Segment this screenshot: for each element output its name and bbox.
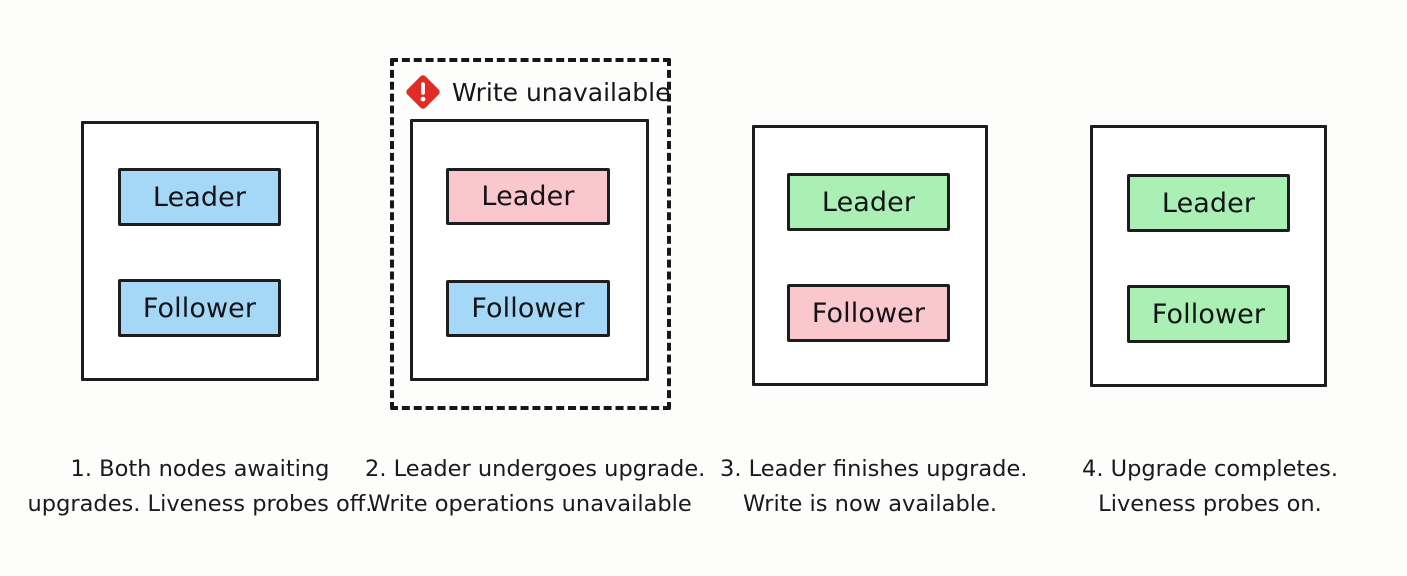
follower-node-label: Follower <box>1151 298 1266 330</box>
leader-node-3[interactable]: Leader <box>787 173 950 231</box>
leader-node-4[interactable]: Leader <box>1127 174 1290 232</box>
caption-line-1: 1. Both nodes awaiting <box>70 456 330 482</box>
node-frame-3 <box>752 125 988 386</box>
follower-node-1[interactable]: Follower <box>118 279 281 337</box>
follower-node-3[interactable]: Follower <box>787 284 950 342</box>
caption-line-2: Write operations unavailable <box>368 490 692 517</box>
caption-line-1: 2. Leader undergoes upgrade. <box>365 456 706 482</box>
node-frame-1 <box>81 121 319 381</box>
step-caption-1: 1. Both nodes awaiting upgrades. Livenes… <box>20 452 380 522</box>
step-caption-2: 2. Leader undergoes upgrade. Write opera… <box>365 452 706 522</box>
follower-node-2[interactable]: Follower <box>446 280 610 337</box>
write-unavailable-region <box>390 58 671 410</box>
caption-line-1: 4. Upgrade completes. <box>1082 456 1338 482</box>
leader-node-label: Leader <box>821 186 916 218</box>
caption-line-2: upgrades. Liveness probes off. <box>27 490 373 517</box>
follower-node-label: Follower <box>142 292 257 324</box>
alert-banner: Write unavailable <box>404 73 670 111</box>
leader-node-label: Leader <box>1161 187 1256 219</box>
node-frame-2 <box>410 119 649 381</box>
step-caption-3: 3. Leader finishes upgrade. Write is now… <box>720 452 1028 522</box>
node-frame-4 <box>1090 125 1327 387</box>
caption-line-2: Liveness probes on. <box>1098 490 1322 517</box>
follower-node-4[interactable]: Follower <box>1127 285 1290 343</box>
follower-node-label: Follower <box>811 297 926 329</box>
leader-node-label: Leader <box>152 181 247 213</box>
caption-line-1: 3. Leader finishes upgrade. <box>720 456 1028 482</box>
leader-node-1[interactable]: Leader <box>118 168 281 226</box>
alert-label: Write unavailable <box>452 77 671 107</box>
leader-node-label: Leader <box>481 181 575 212</box>
leader-node-2[interactable]: Leader <box>446 168 610 225</box>
step-caption-4: 4. Upgrade completes. Liveness probes on… <box>1060 452 1360 522</box>
caption-line-2: Write is now available. <box>743 490 997 517</box>
follower-node-label: Follower <box>471 293 585 324</box>
warning-diamond-icon <box>404 73 442 111</box>
